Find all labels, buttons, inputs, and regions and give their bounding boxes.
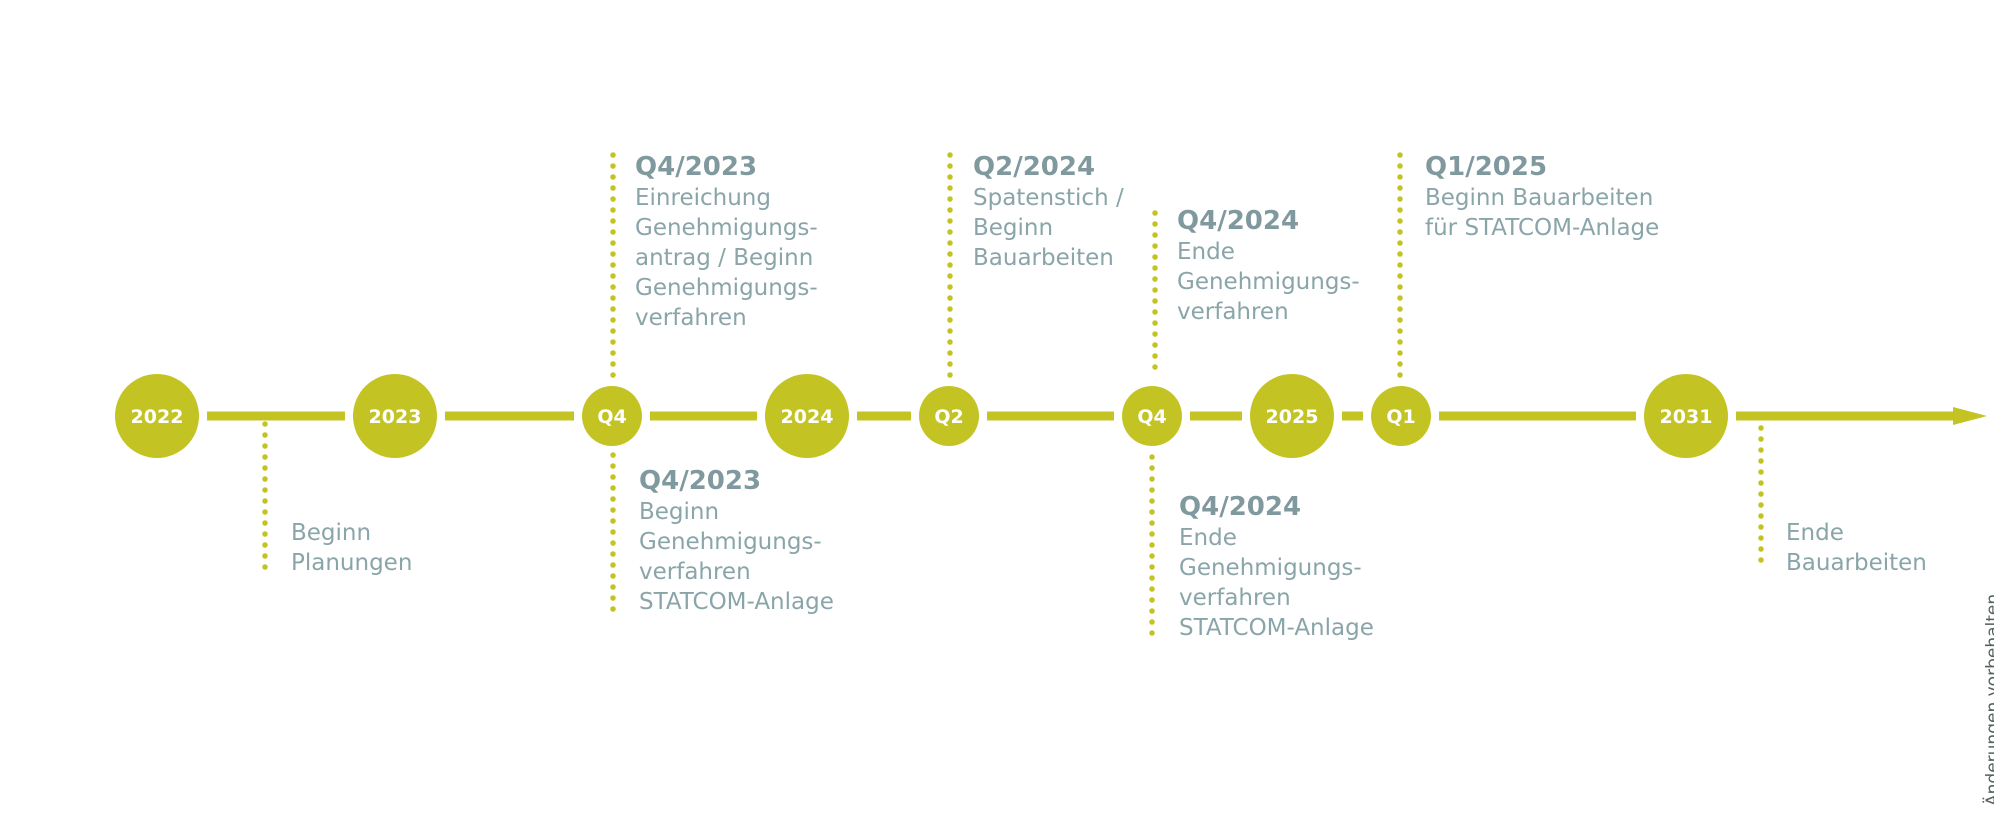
event-spatenstich: Q2/2024 Spatenstich / Beginn Bauarbeiten [973,152,1124,273]
timeline-node-circle [1122,386,1182,446]
event-date: Q4/2023 [639,466,762,496]
timeline-node-label: 2031 [1660,406,1713,428]
event-beginn-planungen: Beginn Planungen [291,518,412,578]
timeline-node-label: 2023 [369,406,422,428]
timeline-node-label: 2022 [131,406,184,428]
event-date: Q4/2023 [635,152,758,182]
event-date: Q4/2024 [1179,492,1302,522]
timeline-node-2023: 2023 [353,374,437,458]
event-text: Ende Genehmigungs- verfahren [1177,239,1360,325]
timeline-node-label: Q4 [597,406,626,428]
event-text: Beginn Planungen [291,520,413,576]
timeline-node-label: Q4 [1137,406,1166,428]
timeline-node-2031: 2031 [1644,374,1728,458]
event-text: Beginn Genehmigungs- verfahren STATCOM-A… [639,499,834,615]
timeline-node-label: 2024 [781,406,834,428]
timeline-node-circle [353,374,437,458]
timeline-node-circle [115,374,199,458]
timeline-node-circle [765,374,849,458]
node-layer: 2022 2023 Q4 2024 Q2 Q4 2025 Q1 2031 [115,374,1728,458]
timeline-node-label: Q1 [1386,406,1415,428]
event-beginn-bauarbeiten-statcom: Q1/2025 Beginn Bauarbeiten für STATCOM-A… [1425,152,1659,243]
connector-layer [262,152,1764,641]
event-ende-bauarbeiten: Ende Bauarbeiten [1786,518,1927,578]
event-ende-genehmigungsverfahren: Q4/2024 Ende Genehmigungs- verfahren [1177,206,1360,327]
event-text: Ende Bauarbeiten [1786,520,1927,576]
timeline-node-label: Q2 [934,406,963,428]
event-beginn-genehmigungsverfahren-statcom: Q4/2023 Beginn Genehmigungs- verfahren S… [639,466,834,617]
timeline-arrowhead [1953,407,1987,425]
event-date: Q4/2024 [1177,206,1300,236]
timeline-node-circle [1371,386,1431,446]
timeline-node-circle [1644,374,1728,458]
timeline-node-q2: Q2 [919,386,979,446]
timeline-node-2025: 2025 [1250,374,1334,458]
timeline-node-q4: Q4 [582,386,642,446]
event-text: Spatenstich / Beginn Bauarbeiten [973,185,1124,271]
timeline-line-layer [207,407,1987,425]
event-einreichung-genehmigungsantrag: Q4/2023 Einreichung Genehmigungs- antrag… [635,152,818,333]
timeline-node-q4: Q4 [1122,386,1182,446]
event-date: Q2/2024 [973,152,1096,182]
timeline-node-circle [1250,374,1334,458]
timeline-node-circle [582,386,642,446]
event-ende-genehmigungsverfahren-statcom: Q4/2024 Ende Genehmigungs- verfahren STA… [1179,492,1374,643]
event-text: Beginn Bauarbeiten für STATCOM-Anlage [1425,185,1660,241]
event-text: Einreichung Genehmigungs- antrag / Begin… [635,185,818,331]
event-date: Q1/2025 [1425,152,1548,182]
timeline-node-q1: Q1 [1371,386,1431,446]
disclaimer-text: Änderungen vorbehalten [1983,593,1994,806]
timeline-node-2024: 2024 [765,374,849,458]
event-text: Ende Genehmigungs- verfahren STATCOM-Anl… [1179,525,1374,641]
timeline-node-circle [919,386,979,446]
timeline-node-2022: 2022 [115,374,199,458]
timeline-node-label: 2025 [1266,406,1319,428]
